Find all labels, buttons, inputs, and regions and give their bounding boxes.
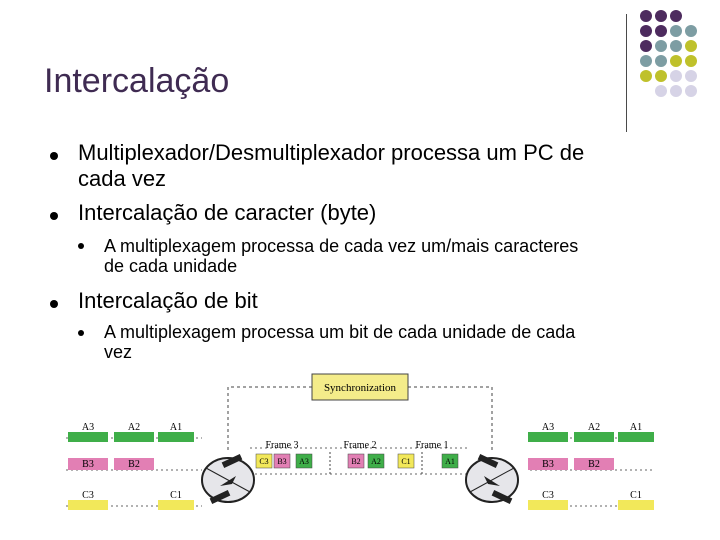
right-c-row: C3 C1 bbox=[528, 490, 654, 510]
bullet-1-line-2: cada vez bbox=[78, 166, 167, 191]
decor-dot bbox=[655, 70, 667, 82]
decor-dot bbox=[640, 25, 652, 37]
sub-bullet-2: A multiplexagem processa um bit de cada … bbox=[104, 322, 704, 362]
left-a-row: A3 A2 A1 bbox=[68, 422, 194, 442]
svg-text:C1: C1 bbox=[401, 457, 410, 466]
svg-text:C3: C3 bbox=[82, 490, 94, 501]
left-b-row: B3 B2 bbox=[68, 458, 154, 470]
bullet-2: Intercalação de caracter (byte) bbox=[78, 200, 377, 225]
sub-bullet-1: A multiplexagem processa de cada vez um/… bbox=[104, 236, 704, 276]
decor-dot bbox=[670, 25, 682, 37]
right-a-row: A3 A2 A1 bbox=[528, 422, 654, 442]
svg-text:B3: B3 bbox=[542, 459, 554, 470]
decor-dot bbox=[685, 85, 697, 97]
decor-dot bbox=[640, 70, 652, 82]
decor-dot bbox=[685, 55, 697, 67]
bullet-dot bbox=[50, 212, 58, 220]
svg-text:A3: A3 bbox=[299, 457, 309, 466]
right-b-row: B3 B2 bbox=[528, 458, 614, 470]
sub-bullet-dot bbox=[78, 330, 84, 336]
frame-label-2: Frame 2 bbox=[343, 440, 376, 451]
demux-switch-right bbox=[465, 454, 519, 504]
bullet-dot bbox=[50, 152, 58, 160]
svg-text:C1: C1 bbox=[630, 490, 642, 501]
svg-text:A1: A1 bbox=[445, 457, 455, 466]
sync-line-right bbox=[408, 386, 493, 452]
svg-text:C3: C3 bbox=[259, 457, 268, 466]
frame-label-3: Frame 3 bbox=[265, 440, 298, 451]
frame-cell-labels: C3 B3 A3 B2 A2 C1 A1 bbox=[259, 457, 455, 466]
svg-text:A2: A2 bbox=[588, 422, 600, 433]
decor-dot bbox=[655, 25, 667, 37]
decor-dot bbox=[670, 10, 682, 22]
decor-divider bbox=[626, 14, 627, 132]
sub-bullet-2-line-1: A multiplexagem processa um bit de cada … bbox=[104, 322, 576, 342]
decor-dot bbox=[685, 40, 697, 52]
svg-text:A2: A2 bbox=[128, 422, 140, 433]
frame-cells bbox=[255, 453, 459, 469]
svg-text:A3: A3 bbox=[542, 422, 554, 433]
bullet-1: Multiplexador/Desmultiplexador processa … bbox=[78, 140, 698, 192]
decor-dot bbox=[670, 40, 682, 52]
svg-text:B3: B3 bbox=[277, 457, 286, 466]
decor-dot bbox=[655, 55, 667, 67]
svg-text:C1: C1 bbox=[170, 490, 182, 501]
svg-text:C3: C3 bbox=[542, 490, 554, 501]
decor-dot bbox=[670, 70, 682, 82]
sync-box bbox=[311, 373, 409, 401]
decor-dot bbox=[670, 55, 682, 67]
svg-text:A1: A1 bbox=[630, 422, 642, 433]
decor-dot bbox=[685, 25, 697, 37]
bullet-3: Intercalação de bit bbox=[78, 288, 258, 313]
left-c-row: C3 C1 bbox=[68, 490, 194, 510]
sub-bullet-1-line-2: de cada unidade bbox=[104, 256, 238, 276]
frame-separators bbox=[329, 452, 423, 476]
sync-label: Synchronization bbox=[324, 382, 397, 394]
decor-dot bbox=[685, 70, 697, 82]
sub-bullet-dot bbox=[78, 243, 84, 249]
sub-bullet-1-line-1: A multiplexagem processa de cada vez um/… bbox=[104, 236, 579, 256]
decor-dot bbox=[655, 85, 667, 97]
svg-text:B2: B2 bbox=[588, 459, 600, 470]
decor-dot bbox=[670, 85, 682, 97]
bullet-dot bbox=[50, 300, 58, 308]
decor-dot bbox=[640, 40, 652, 52]
interleaving-diagram: Synchronization A3 A2 A1 B3 B2 C3 C1 bbox=[66, 373, 654, 510]
svg-text:A3: A3 bbox=[82, 422, 94, 433]
svg-text:A2: A2 bbox=[371, 457, 381, 466]
decor-dot bbox=[640, 10, 652, 22]
frame-label-1: Frame 1 bbox=[415, 440, 448, 451]
sub-bullet-2-line-2: vez bbox=[104, 342, 133, 362]
decor-dot bbox=[655, 10, 667, 22]
sync-line-left bbox=[227, 386, 312, 452]
bullet-1-line-1: Multiplexador/Desmultiplexador processa … bbox=[78, 140, 585, 165]
slide-title: Intercalação bbox=[44, 62, 230, 100]
svg-text:B2: B2 bbox=[128, 459, 140, 470]
decor-dot bbox=[640, 55, 652, 67]
svg-text:B3: B3 bbox=[82, 459, 94, 470]
decor-dot bbox=[655, 40, 667, 52]
svg-text:B2: B2 bbox=[351, 457, 360, 466]
mux-switch-left bbox=[201, 454, 255, 504]
svg-text:A1: A1 bbox=[170, 422, 182, 433]
